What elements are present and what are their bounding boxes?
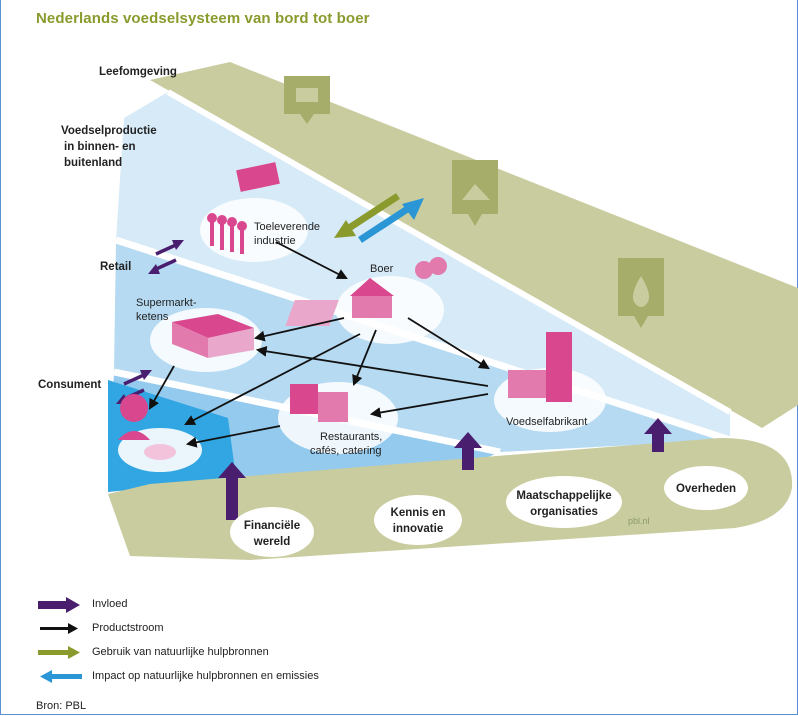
layer-label-voedselproductie-1: Voedselproductie: [61, 125, 157, 137]
restaurants-label-2: cafés, catering: [310, 445, 382, 457]
resource-impact-arrow: [358, 198, 424, 243]
layer-label-consument: Consument: [38, 379, 101, 391]
thin-arrow-icon: [40, 623, 78, 634]
influence-arrows: [218, 418, 672, 520]
soil-signpost: [284, 76, 330, 124]
overheden-label: Overheden: [676, 483, 736, 495]
overheden-ellipse: [664, 466, 748, 510]
toeleverende-label-2: industrie: [254, 235, 296, 247]
mineral-signpost: [452, 160, 498, 226]
maatschappelijk-label-1: Maatschappelijke: [516, 490, 611, 502]
voedselfabrikant-node: [494, 332, 606, 432]
legend-label: Impact op natuurlijke hulpbronnen en emi…: [92, 670, 319, 682]
legend-label: Gebruik van natuurlijke hulpbronnen: [92, 646, 269, 658]
source-note: Bron: PBL: [36, 700, 87, 712]
kennis-ellipse: [374, 495, 462, 545]
water-drop-signpost: [618, 258, 664, 328]
green-arrow-icon: [38, 646, 80, 659]
legend-label: Productstroom: [92, 622, 164, 634]
kennis-label-2: innovatie: [393, 523, 443, 535]
layer-label-leefomgeving: Leefomgeving: [99, 66, 177, 78]
financiele-ellipse: [230, 507, 314, 557]
separator-stripe: [166, 89, 732, 415]
resource-use-arrow: [334, 193, 400, 238]
maatschappelijk-ellipse: [506, 476, 622, 528]
thick-arrow-icon: [38, 597, 80, 613]
leefomgeving-band: [150, 62, 798, 428]
voedselfabrikant-label: Voedselfabrikant: [506, 416, 587, 428]
legend-label: Invloed: [92, 598, 128, 610]
restaurants-label-1: Restaurants,: [320, 431, 382, 443]
restaurants-node: [278, 382, 398, 454]
layer-label-voedselproductie-3: buitenland: [64, 157, 122, 169]
layer-label-voedselproductie-2: in binnen- en: [64, 141, 136, 153]
retail-influence-arrows: [148, 240, 184, 274]
maatschappelijk-label-2: organisaties: [530, 506, 598, 518]
toeleverende-node: [200, 162, 308, 262]
kennis-label-1: Kennis en: [391, 507, 446, 519]
supermarkt-label-2: ketens: [136, 311, 169, 323]
separator-stripe: [114, 236, 732, 444]
product-flow-arrows: [148, 241, 490, 448]
consumer-node: [118, 394, 202, 472]
financiele-label-2: wereld: [253, 536, 290, 548]
toeleverende-label-1: Toeleverende: [254, 221, 320, 233]
figure-title: Nederlands voedselsysteem van bord tot b…: [36, 10, 370, 27]
supermarkt-label-1: Supermarkt-: [136, 297, 197, 309]
boer-node: [285, 257, 447, 344]
financiele-label-1: Financiële: [244, 520, 300, 532]
blue-arrow-icon: [40, 670, 82, 683]
layer-label-retail: Retail: [100, 261, 131, 273]
watermark: pbl.nl: [628, 516, 650, 526]
boer-label: Boer: [370, 263, 394, 275]
supermarkt-node: [150, 308, 262, 372]
